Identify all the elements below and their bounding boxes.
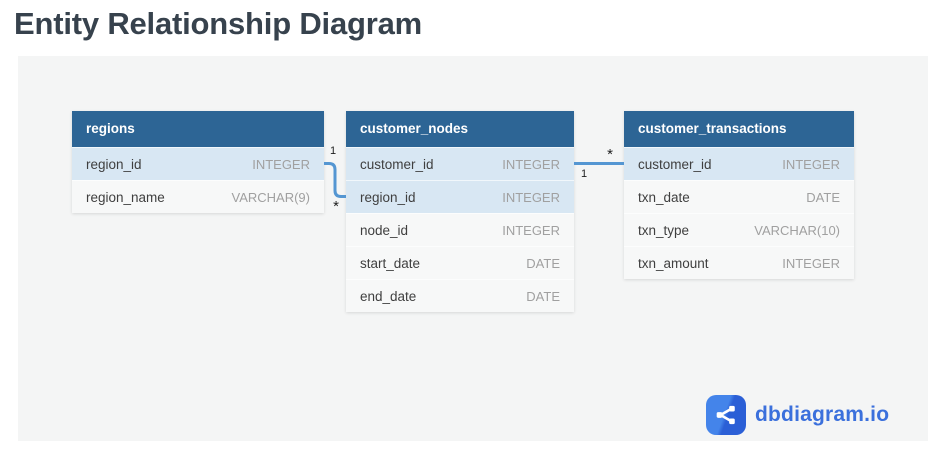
table-row[interactable]: region_id INTEGER — [72, 147, 324, 180]
table-customer-transactions-header[interactable]: customer_transactions — [624, 111, 854, 147]
table-customer-transactions[interactable]: customer_transactions customer_id INTEGE… — [624, 111, 854, 279]
table-row[interactable]: region_name VARCHAR(9) — [72, 180, 324, 213]
cardinality-label-many: * — [607, 146, 613, 163]
field-name: txn_date — [638, 189, 690, 205]
field-type: INTEGER — [502, 189, 560, 205]
field-name: region_id — [360, 189, 416, 205]
table-row[interactable]: start_date DATE — [346, 246, 574, 279]
field-type: DATE — [806, 189, 840, 205]
field-name: customer_id — [638, 156, 712, 172]
dbdiagram-logo[interactable]: dbdiagram.io — [706, 395, 889, 435]
table-customer-nodes[interactable]: customer_nodes customer_id INTEGER regio… — [346, 111, 574, 312]
cardinality-label-one: 1 — [580, 168, 588, 180]
field-name: region_name — [86, 189, 165, 205]
field-type: DATE — [526, 288, 560, 304]
table-row[interactable]: node_id INTEGER — [346, 213, 574, 246]
field-name: customer_id — [360, 156, 434, 172]
field-name: node_id — [360, 222, 409, 238]
field-name: txn_amount — [638, 255, 709, 271]
relationship-line-regions-customer-nodes[interactable] — [324, 162, 346, 198]
relationship-lines — [324, 162, 624, 198]
table-row[interactable]: txn_type VARCHAR(10) — [624, 213, 854, 246]
field-type: INTEGER — [252, 156, 310, 172]
page-title: Entity Relationship Diagram — [14, 6, 422, 41]
field-type: DATE — [526, 255, 560, 271]
field-type: INTEGER — [502, 222, 560, 238]
table-row[interactable]: txn_amount INTEGER — [624, 246, 854, 279]
table-row[interactable]: customer_id INTEGER — [624, 147, 854, 180]
cardinality-label-many: * — [333, 198, 339, 215]
field-type: INTEGER — [782, 156, 840, 172]
table-row[interactable]: end_date DATE — [346, 279, 574, 312]
field-name: txn_type — [638, 222, 690, 238]
diagram-canvas[interactable]: regions region_id INTEGER region_name VA… — [18, 56, 928, 441]
field-type: VARCHAR(9) — [231, 189, 311, 205]
field-type: INTEGER — [782, 255, 840, 271]
table-row[interactable]: customer_id INTEGER — [346, 147, 574, 180]
field-name: start_date — [360, 255, 421, 271]
field-name: end_date — [360, 288, 417, 304]
table-customer-nodes-header[interactable]: customer_nodes — [346, 111, 574, 147]
share-icon — [706, 395, 746, 435]
table-row[interactable]: region_id INTEGER — [346, 180, 574, 213]
table-regions-header[interactable]: regions — [72, 111, 324, 147]
cardinality-label-one: 1 — [329, 145, 337, 157]
table-row[interactable]: txn_date DATE — [624, 180, 854, 213]
field-type: INTEGER — [502, 156, 560, 172]
dbdiagram-label[interactable]: dbdiagram.io — [755, 403, 890, 426]
field-type: VARCHAR(10) — [754, 222, 840, 238]
table-regions[interactable]: regions region_id INTEGER region_name VA… — [72, 111, 324, 213]
field-name: region_id — [86, 156, 142, 172]
